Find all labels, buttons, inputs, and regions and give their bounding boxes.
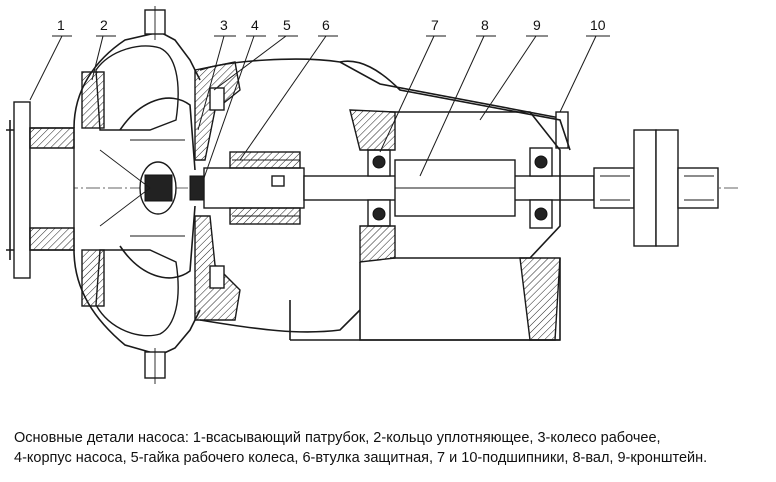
caption-line-1: Основные детали насоса: 1-всасывающий па…	[14, 430, 661, 446]
diagram-caption: Основные детали насоса: 1-всасывающий па…	[14, 428, 774, 468]
bracket	[289, 60, 571, 341]
caption-line-2: 4-корпус насоса, 5-гайка рабочего колеса…	[14, 450, 708, 466]
bearing-right	[529, 111, 569, 229]
callout-number-6: 6	[322, 17, 330, 33]
impeller	[99, 97, 196, 279]
pump-cross-section-drawing: 1 2 3 4 5 6 7 8 9 10	[6, 6, 740, 384]
callout-number-5: 5	[283, 17, 291, 33]
callout-number-9: 9	[533, 17, 541, 33]
callout-number-7: 7	[431, 17, 439, 33]
callout-number-4: 4	[251, 17, 259, 33]
callout-number-3: 3	[220, 17, 228, 33]
coupling	[593, 129, 719, 247]
callout-number-1: 1	[57, 17, 65, 33]
volute-casing	[73, 6, 201, 384]
pump-casing	[194, 58, 561, 333]
callout-number-2: 2	[100, 17, 108, 33]
callout-leaders	[29, 35, 610, 179]
suction-pipe	[6, 101, 75, 279]
callout-number-8: 8	[481, 17, 489, 33]
impeller-nut-and-sleeve	[189, 151, 305, 225]
bearing-left	[367, 149, 391, 227]
callout-number-10: 10	[590, 17, 606, 33]
shaft	[303, 159, 595, 217]
